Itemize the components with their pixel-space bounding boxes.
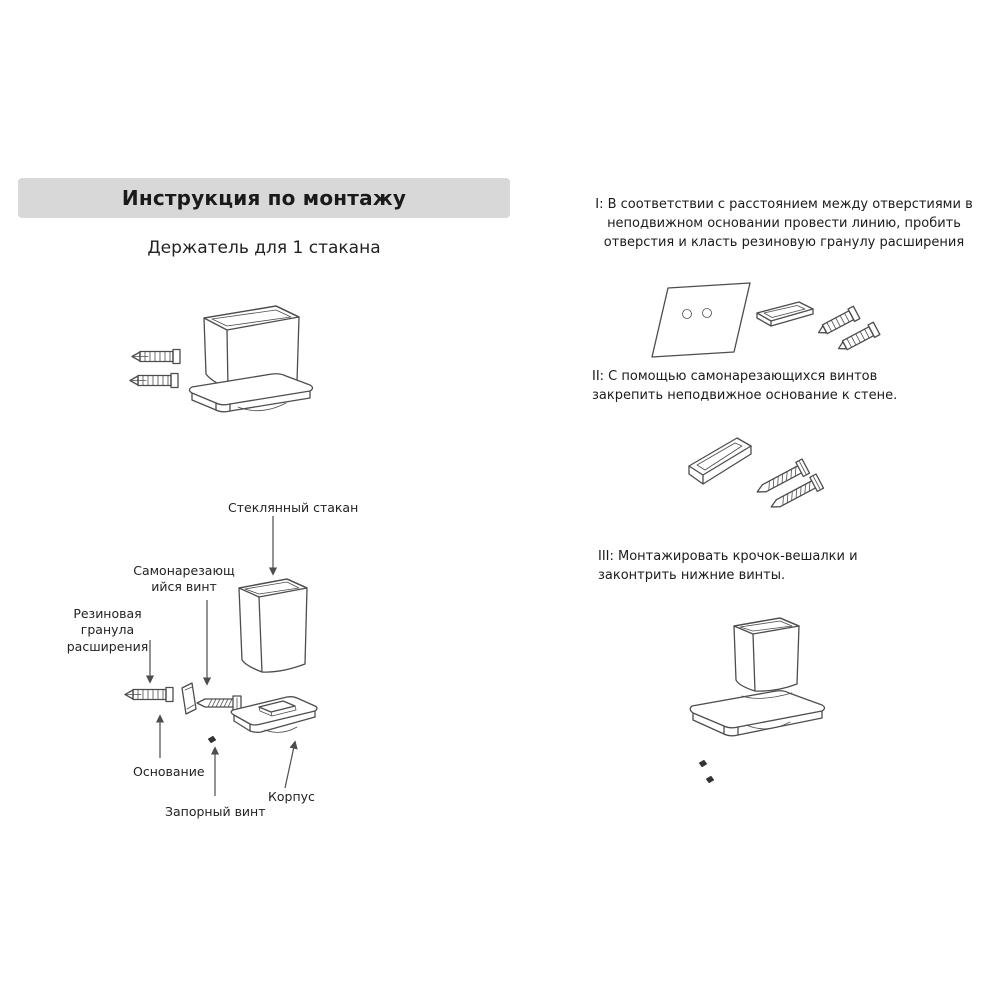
step-3-drawing xyxy=(689,617,826,784)
arrow-body xyxy=(284,740,298,789)
step-3-text: III: Монтажировать крочок-вешалки и зако… xyxy=(598,549,858,583)
step-1-text: I: В соответствии с расстоянием между от… xyxy=(595,197,973,250)
page-title: Инструкция по монтажу xyxy=(121,186,407,210)
wall-plug-icon xyxy=(124,686,174,703)
wall-plug-icon xyxy=(131,348,181,365)
wall-plug-icon xyxy=(817,305,861,335)
cup-icon xyxy=(238,578,308,673)
label-body: Корпус xyxy=(268,789,315,804)
product-subtitle: Держатель для 1 стакана xyxy=(147,238,381,258)
locking-bolt-icon xyxy=(705,775,715,784)
step-1-drawing xyxy=(651,282,881,358)
label-glass-cup: Стеклянный стакан xyxy=(228,500,359,515)
base-plate-icon xyxy=(181,682,197,715)
step-2-drawing xyxy=(688,437,825,508)
holder-body-icon xyxy=(230,696,318,733)
holder-plate-icon xyxy=(689,690,826,737)
label-rubber-plug: Резиновая гранула расширения xyxy=(66,606,149,654)
step-2-text: II: С помощью самонарезающихся винтов за… xyxy=(592,369,898,403)
wall-bracket-icon xyxy=(688,437,752,485)
locking-bolt-icon xyxy=(698,759,708,768)
locking-bolt-icon xyxy=(207,735,217,744)
label-base: Основание xyxy=(133,764,205,779)
exploded-view-drawing xyxy=(124,516,318,796)
wall-panel-icon xyxy=(651,282,751,358)
holder-plate-icon xyxy=(188,373,314,413)
cup-icon xyxy=(733,617,800,692)
title-bar: Инструкция по монтажу xyxy=(18,178,510,218)
screw-icon xyxy=(196,695,242,711)
wall-bracket-icon xyxy=(756,301,814,327)
label-locking-screw: Запорный винт xyxy=(165,804,266,819)
wall-plug-icon xyxy=(129,372,179,389)
holder-overview-drawing xyxy=(129,305,314,413)
screw-icon xyxy=(756,458,811,493)
label-self-tapping-screw: Самонарезающийся винт xyxy=(133,563,235,595)
wall-plug-icon xyxy=(837,321,881,351)
screw-icon xyxy=(770,473,825,508)
